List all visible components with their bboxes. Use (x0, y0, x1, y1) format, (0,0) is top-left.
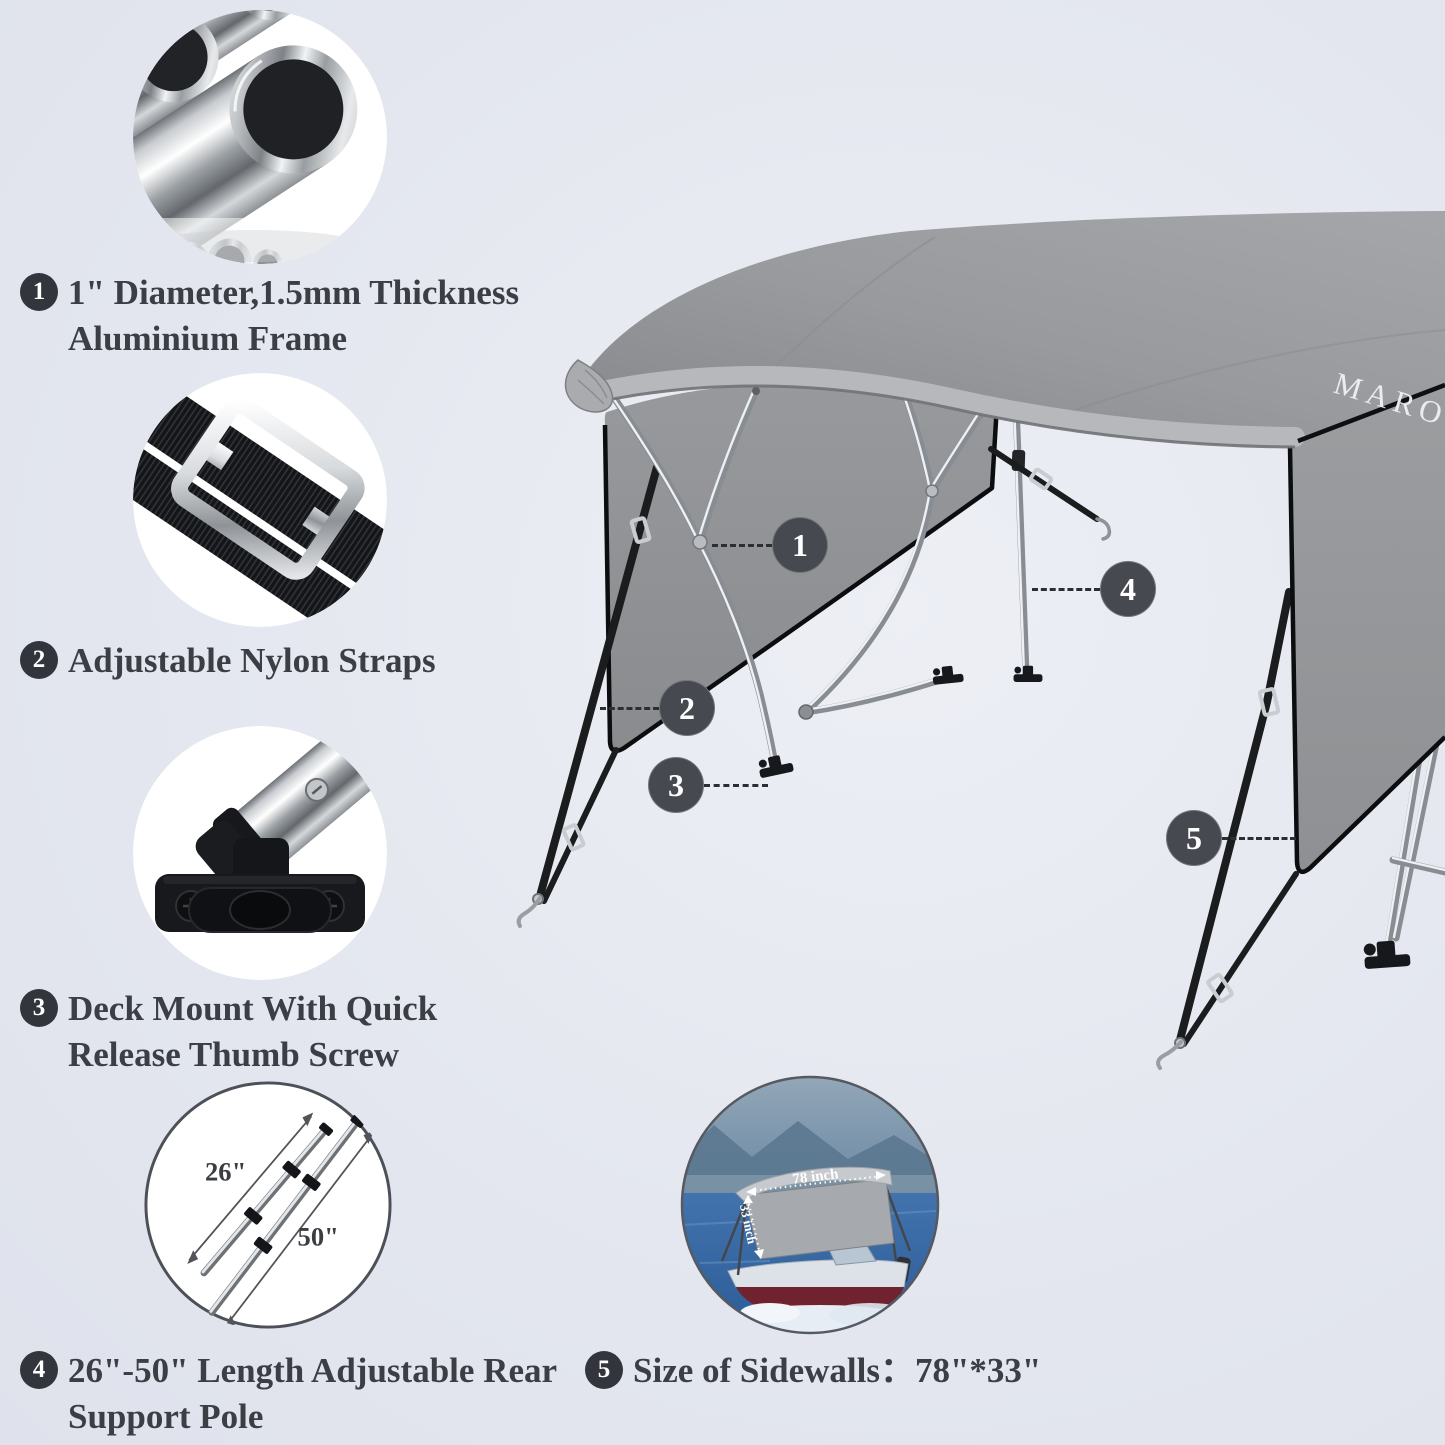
leader-line (1222, 836, 1296, 840)
canopy-right-fold (1297, 382, 1445, 444)
canopy-seam (1059, 329, 1445, 416)
feature-2-badge: 2 (20, 641, 58, 679)
leader-line (704, 783, 768, 787)
callout-2: 2 (600, 680, 715, 736)
sidewall-size-photo: 78 inch 33 inch (680, 1075, 940, 1335)
callout-bubble: 5 (1166, 810, 1222, 866)
callout-bubble: 1 (772, 517, 828, 573)
deck-mounts (758, 665, 1411, 969)
feature-5-line-1: Size of Sidewalls：78"*33" (633, 1351, 1042, 1390)
mini-bimini (720, 1166, 912, 1276)
boat-width-label: 78 inch (792, 1166, 841, 1188)
feature-1-line-2: Aluminium Frame (68, 319, 348, 358)
leader-line (600, 706, 659, 710)
canopy: MARO (564, 211, 1445, 449)
feature-5: 5 Size of Sidewalls：78"*33" (585, 1348, 1105, 1394)
leader-line (712, 543, 772, 547)
pole-short-label: 26" (205, 1156, 246, 1186)
feature-2: 2 Adjustable Nylon Straps (20, 638, 540, 684)
right-straps (1156, 588, 1299, 1070)
callout-bubble: 4 (1100, 561, 1156, 617)
feature-1-line-1: 1" Diameter,1.5mm Thickness (68, 273, 520, 312)
deck-mount-icon (1013, 665, 1043, 682)
feature-4-line-1: 26"-50" Length Adjustable Rear (68, 1351, 558, 1390)
callout-4: 4 (1032, 561, 1156, 617)
rear-strap-hook (988, 446, 1112, 541)
feature-5-badge: 5 (585, 1351, 623, 1389)
aluminium-frame-poles (609, 384, 1030, 768)
deck-mount-icon (758, 755, 794, 778)
callout-1: 1 (712, 517, 828, 573)
callout-bubble: 3 (648, 757, 704, 813)
callout-3: 3 (648, 757, 768, 813)
feature-3-line-1: Deck Mount With Quick (68, 989, 438, 1028)
feature-3: 3 Deck Mount With Quick Release Thumb Sc… (20, 986, 540, 1078)
pole-26 (200, 1122, 334, 1277)
feature-4: 4 26"-50" Length Adjustable Rear Support… (20, 1348, 580, 1440)
canopy-seam (759, 236, 936, 383)
left-straps (516, 463, 661, 928)
leader-line (1032, 587, 1100, 591)
feature-1-badge: 1 (20, 273, 58, 311)
callout-5: 5 (1166, 810, 1296, 866)
feature-4-badge: 4 (20, 1351, 58, 1389)
feature-3-line-2: Release Thumb Screw (68, 1035, 400, 1074)
deck-mount-icon (932, 665, 964, 685)
pole-long-label: 50" (298, 1221, 339, 1251)
dimension-arrows (188, 1115, 374, 1326)
deck-mount-photo (133, 726, 387, 980)
support-pole-diagram: 26" 50" (143, 1080, 393, 1330)
feature-4-line-2: Support Pole (68, 1397, 264, 1436)
feature-1: 1 1" Diameter,1.5mm Thickness Aluminium … (20, 270, 540, 362)
deck-mount-icon (1363, 940, 1411, 969)
nylon-strap-photo (133, 373, 387, 627)
canopy-rolled-edge (578, 366, 1305, 447)
size-arrows (743, 1171, 886, 1259)
feature-3-badge: 3 (20, 989, 58, 1027)
feature-2-line-1: Adjustable Nylon Straps (68, 641, 436, 680)
right-sidewall (1287, 384, 1445, 875)
aluminum-tubes-photo (133, 10, 387, 264)
pole-50 (208, 1114, 365, 1316)
canopy-nose (564, 359, 614, 413)
callout-bubble: 2 (659, 680, 715, 736)
frame-joint (692, 534, 708, 550)
